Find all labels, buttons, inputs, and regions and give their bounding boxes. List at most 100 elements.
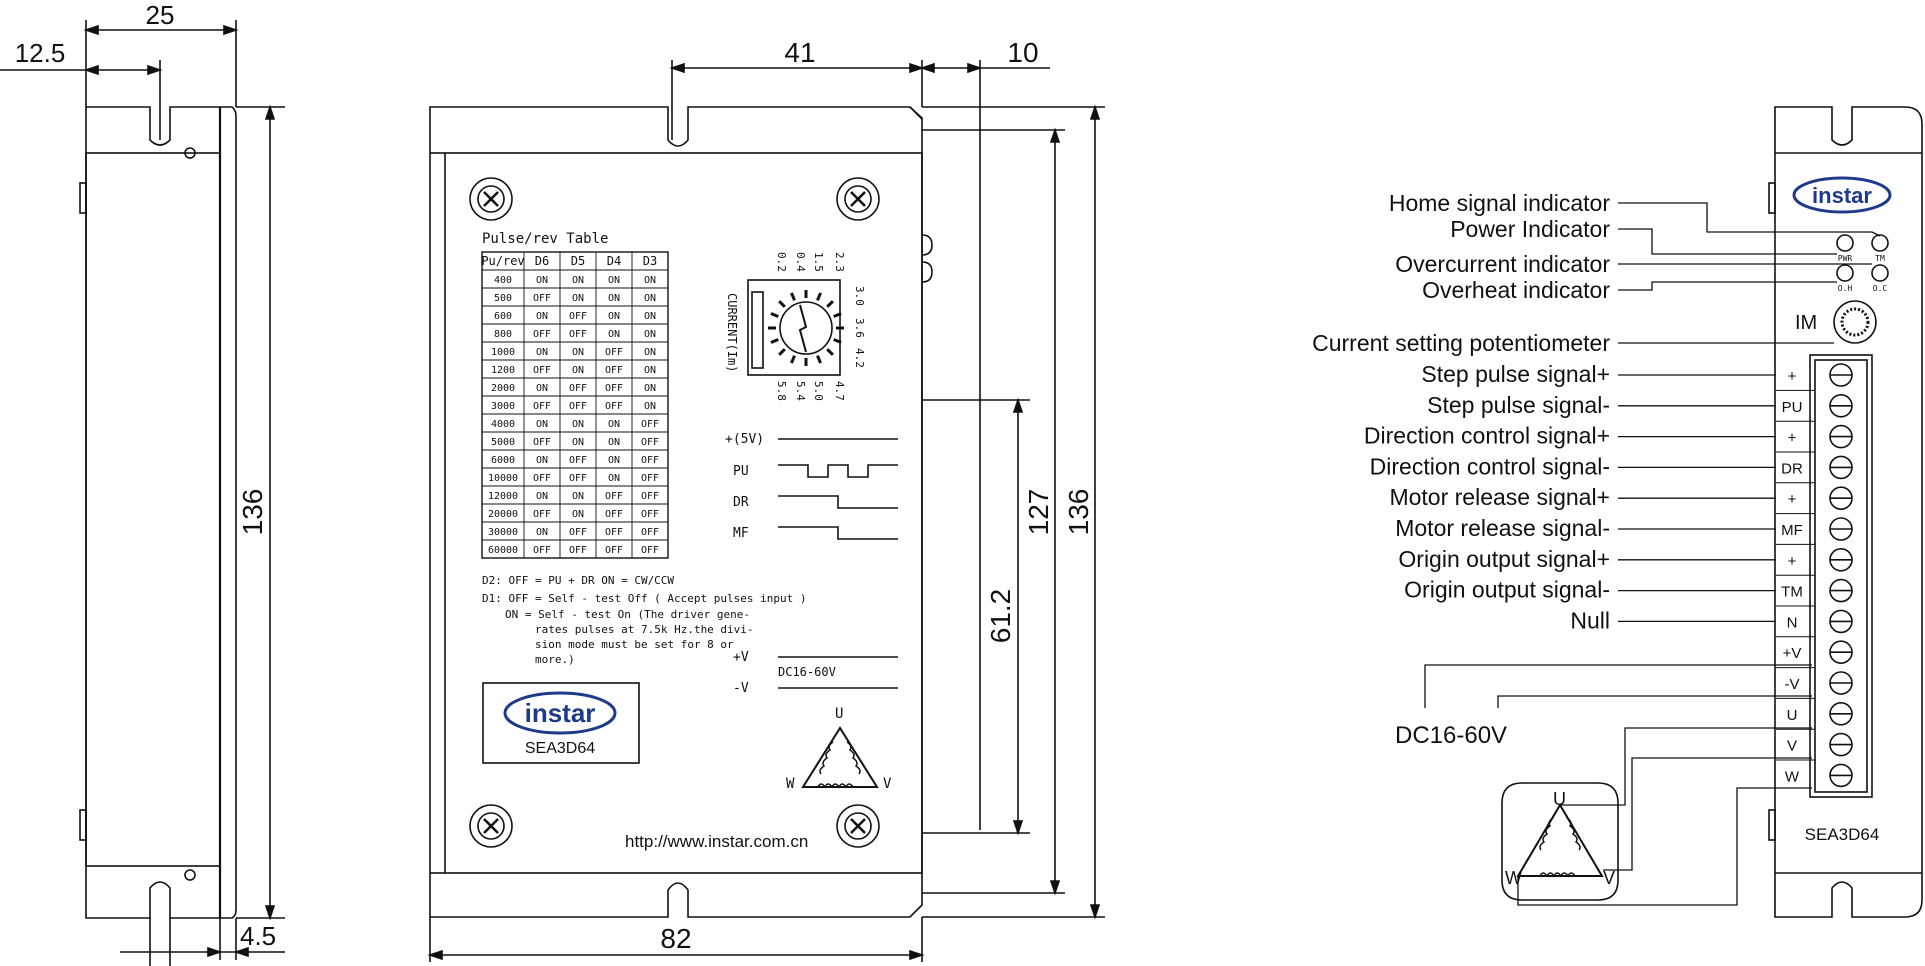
callout-current-pot: Current setting potentiometer	[1312, 330, 1610, 356]
led-tm	[1871, 234, 1889, 252]
pulse-table-cell: ON	[608, 311, 620, 322]
terminal-label: +	[1788, 368, 1797, 385]
dial-tick	[778, 300, 786, 308]
dial-value: 2.3	[833, 252, 846, 272]
terminal-label: +	[1788, 553, 1797, 570]
dial-value: 3.0	[853, 286, 866, 306]
dial-tick	[778, 348, 786, 356]
side-dim-half: 12.5	[15, 38, 66, 68]
side-knob-bottom	[79, 809, 87, 841]
pulse-table-cell: 20000	[488, 509, 518, 520]
pulse-table-cell: OFF	[641, 491, 659, 502]
terminal-motor-w: W	[1505, 868, 1522, 888]
dial-tick	[833, 338, 842, 344]
dial-tick	[790, 292, 796, 301]
current-pot	[1833, 300, 1877, 344]
pulse-table-cell: 1000	[491, 347, 515, 358]
front-dim-slot: 41	[784, 37, 815, 68]
pulse-table-cell: ON	[572, 365, 584, 376]
pulse-table-cell: OFF	[533, 401, 551, 412]
pulse-table-cell: OFF	[569, 401, 587, 412]
pulse-table-header: D4	[607, 254, 621, 268]
pulse-table-frame	[481, 251, 669, 559]
side-body-inner	[85, 152, 221, 867]
side-view: 25 12.5 136 4.5	[0, 0, 285, 966]
front-side-bumps	[921, 234, 933, 283]
pulse-table-cell: ON	[572, 347, 584, 358]
signal-callout-label: Step pulse signal-	[1427, 392, 1610, 418]
pulse-table-cell: OFF	[569, 545, 587, 556]
motor-w: W	[786, 776, 795, 792]
pulse-table-cell: ON	[536, 527, 548, 538]
motor-v: V	[883, 776, 892, 792]
pulse-table-cell: OFF	[605, 347, 623, 358]
dial-tick	[790, 355, 796, 364]
terminal-logo-ellipse	[1792, 176, 1892, 214]
power-minus-label: -V	[733, 681, 749, 696]
led-label: O.H	[1838, 284, 1853, 293]
motor-u: U	[835, 706, 843, 722]
front-dim-136: 136	[1063, 489, 1094, 536]
terminal-label: +	[1788, 491, 1797, 508]
pulse-table-header: D3	[643, 254, 657, 268]
dial-value: 4.7	[833, 381, 846, 401]
dial-tick	[826, 300, 834, 308]
pulse-table-cell: OFF	[533, 509, 551, 520]
pulse-table-cell: ON	[644, 365, 656, 376]
front-dim-61: 61.2	[985, 589, 1016, 644]
pulse-table-cell: ON	[644, 401, 656, 412]
pulse-table-cell: OFF	[569, 455, 587, 466]
callout-home-indicator: Home signal indicator	[1389, 190, 1611, 216]
terminal-logo-text: instar	[1812, 183, 1872, 208]
pulse-table-cell: OFF	[533, 437, 551, 448]
signal-callout-label: Direction control signal+	[1364, 423, 1610, 449]
terminal-label: -V	[1785, 676, 1800, 693]
pulse-table-cell: ON	[608, 473, 620, 484]
front-face	[444, 152, 923, 874]
pulse-table-header: D6	[535, 254, 549, 268]
pulse-table-cell: ON	[644, 293, 656, 304]
front-plate-outline	[429, 106, 923, 918]
pulse-table-cell: OFF	[605, 383, 623, 394]
note-line: rates pulses at 7.5k Hz.the divi-	[535, 623, 754, 636]
pulse-table-cell: ON	[572, 293, 584, 304]
pulse-table-cell: OFF	[533, 293, 551, 304]
terminal-label: +V	[1783, 645, 1802, 662]
terminal-label: DR	[1781, 460, 1803, 477]
terminal-motor-symbol: U W V	[1501, 727, 1812, 906]
pulse-table-cell: ON	[608, 437, 620, 448]
pulse-table-cell: OFF	[641, 527, 659, 538]
power-range-label: DC16-60V	[778, 665, 836, 679]
signal-callout-label: Null	[1570, 607, 1610, 633]
pulse-table-cell: 6000	[491, 455, 515, 466]
indicator-leds: PWR TM O.H O.C	[1836, 234, 1889, 293]
dial-value: 5.0	[812, 381, 825, 401]
terminal-view: instar PWR TM O.H O.C IM +PU+DR+MF+TMN+V…	[1312, 106, 1923, 918]
led-pwr	[1836, 234, 1854, 252]
signal-callout-label: Motor release signal-	[1395, 515, 1610, 541]
front-logo-ellipse	[503, 691, 617, 735]
note-line: D2: OFF = PU + DR ON = CW/CCW	[482, 574, 674, 587]
front-dim-width: 82	[660, 923, 691, 954]
pulse-table-cell: OFF	[605, 509, 623, 520]
dial-value: 0.2	[775, 252, 788, 272]
note-line: ON = Self - test On (The driver gene-	[505, 608, 750, 621]
pulse-table-cell: OFF	[641, 473, 659, 484]
signal-callout-label: Origin output signal+	[1398, 546, 1610, 572]
terminal-motor-u: U	[1553, 789, 1566, 809]
signal-callout-label: Direction control signal-	[1370, 453, 1610, 479]
terminal-label: PU	[1782, 399, 1803, 416]
pulse-table-cell: OFF	[533, 473, 551, 484]
signal-waveforms: +(5V) PU DR MF	[725, 432, 898, 541]
side-rivet	[184, 869, 196, 881]
side-dim-thickness: 4.5	[240, 921, 276, 951]
front-logo-box	[482, 682, 640, 764]
pulse-table-header: D5	[571, 254, 585, 268]
signal-label: PU	[733, 464, 749, 479]
pulse-table-cell: 12000	[488, 491, 518, 502]
pulse-table-title: Pulse/rev Table	[482, 231, 608, 247]
pulse-table-cell: 10000	[488, 473, 518, 484]
